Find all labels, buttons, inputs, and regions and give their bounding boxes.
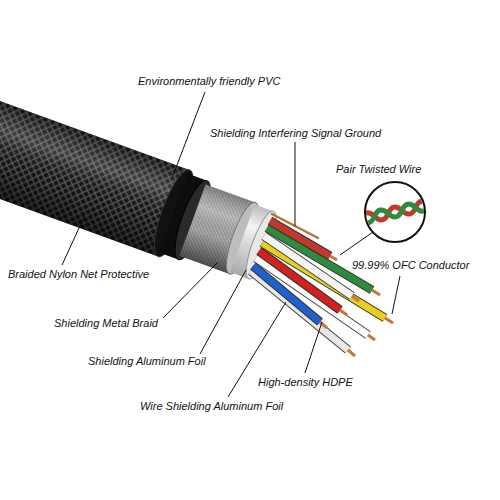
twisted-wire-green bbox=[360, 200, 431, 224]
copper-tip bbox=[330, 256, 337, 260]
callout-label: Braided Nylon Net Protective bbox=[8, 268, 149, 281]
leader-line bbox=[305, 322, 322, 373]
callout-label: Shielding Aluminum Foil bbox=[88, 355, 206, 368]
copper-tip bbox=[348, 350, 355, 356]
leader-line bbox=[295, 142, 296, 226]
leader-line bbox=[392, 276, 400, 314]
twisted-pair-inset bbox=[360, 182, 431, 242]
inner-wires bbox=[251, 221, 393, 356]
copper-tip bbox=[368, 335, 375, 340]
copper-tip bbox=[372, 290, 380, 295]
leader-lines bbox=[62, 92, 400, 397]
leader-line bbox=[163, 262, 218, 318]
twisted-wire-red bbox=[360, 200, 431, 224]
leader-line bbox=[200, 270, 246, 354]
wire bbox=[270, 221, 337, 260]
leader-line bbox=[62, 215, 85, 265]
cable-body bbox=[0, 79, 285, 291]
copper-tip bbox=[340, 310, 347, 315]
copper-tip bbox=[352, 296, 359, 301]
callout-label: High-density HDPE bbox=[258, 376, 353, 389]
callout-label: Environmentally friendly PVC bbox=[138, 75, 280, 88]
leader-line bbox=[172, 92, 205, 178]
wire-insulation bbox=[270, 221, 330, 256]
copper-tip bbox=[385, 318, 393, 323]
callout-label: Wire Shielding Aluminum Foil bbox=[140, 400, 283, 413]
callout-label: Shielding Metal Braid bbox=[54, 317, 158, 330]
wire-outline bbox=[270, 221, 330, 256]
callout-label: 99.99% OFC Conductor bbox=[352, 259, 469, 272]
callout-label: Shielding Interfering Signal Ground bbox=[210, 127, 381, 140]
callout-label: Pair Twisted Wire bbox=[336, 163, 421, 176]
leader-line bbox=[340, 232, 373, 255]
